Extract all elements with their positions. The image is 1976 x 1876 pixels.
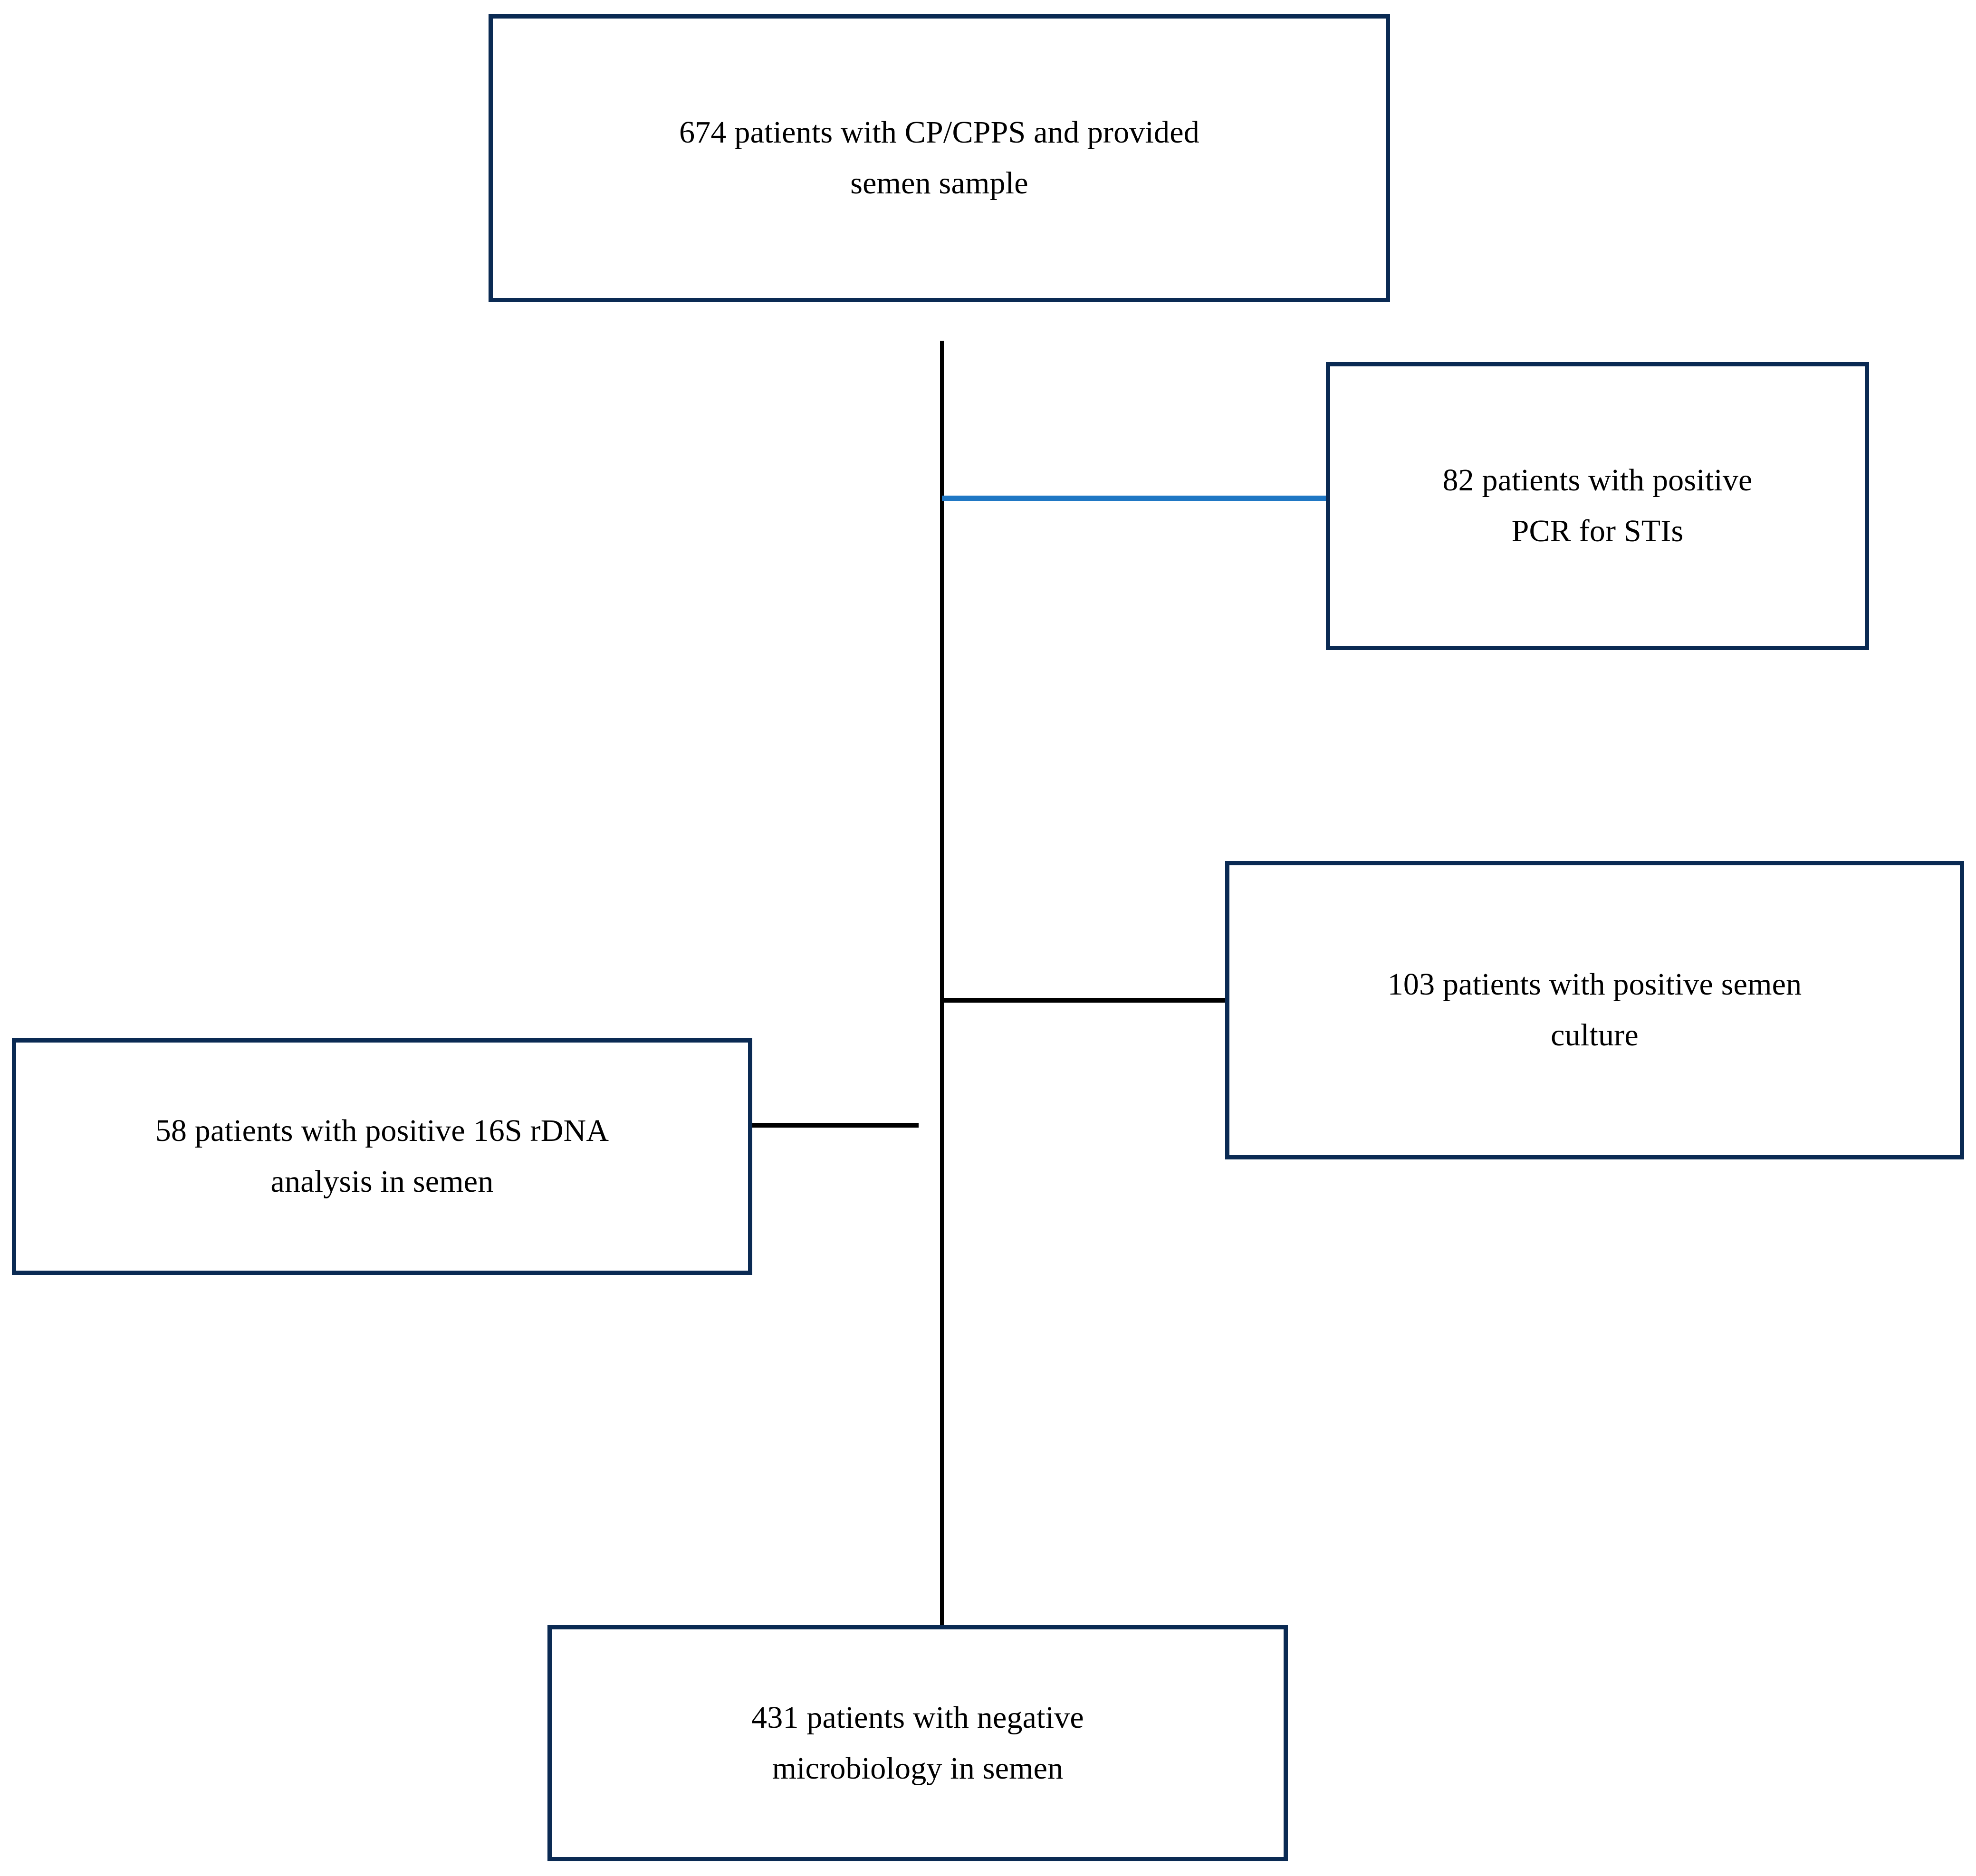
connector-source-to-sti: [942, 496, 1328, 501]
node-culture-positive-label: 103 patients with positive semen culture: [1387, 967, 1802, 1053]
node-rdna-positive: 58 patients with positive 16S rDNA analy…: [12, 1038, 752, 1275]
node-culture-positive: 103 patients with positive semen culture: [1225, 861, 1964, 1159]
node-sti-positive-label: 82 patients with positive PCR for STIs: [1442, 463, 1753, 548]
node-negative-microbiology: 431 patients with negative microbiology …: [547, 1625, 1288, 1861]
node-source-cohort-label: 674 patients with CP/CPPS and provided s…: [679, 115, 1199, 201]
node-negative-microbiology-label: 431 patients with negative microbiology …: [751, 1700, 1084, 1786]
connector-rdna-to-source: [752, 1123, 919, 1128]
node-rdna-positive-label: 58 patients with positive 16S rDNA analy…: [155, 1113, 609, 1199]
node-sti-positive: 82 patients with positive PCR for STIs: [1326, 362, 1869, 650]
connector-source-to-culture: [942, 998, 1227, 1003]
node-source-cohort: 674 patients with CP/CPPS and provided s…: [489, 14, 1390, 302]
flow-spine-vertical-line: [940, 341, 944, 1626]
